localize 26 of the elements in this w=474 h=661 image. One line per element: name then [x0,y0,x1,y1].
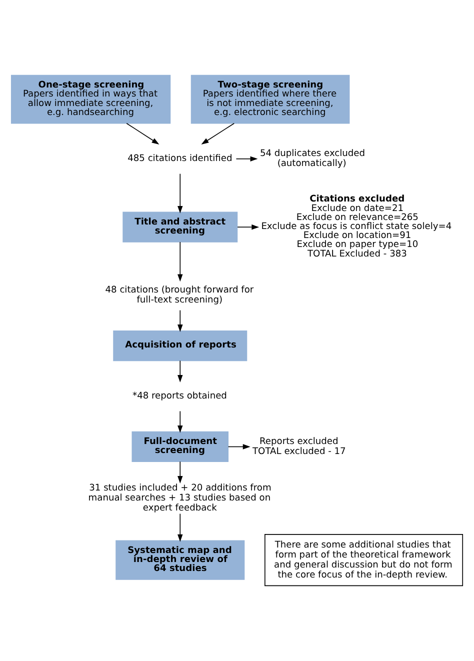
arrow [178,310,183,332]
node-text: 48 citations (brought forward for full-text screening) [105,286,254,306]
arrow [236,156,258,162]
node-text: Reports excluded TOTAL excluded - 17 [252,437,346,457]
node-box: One-stage screening Papers identified in ways that allow immediate screening, e.g. handsearching [10,74,171,124]
node-box: Systematic map and in-depth review of 64 studies [116,540,245,580]
node-box: Two-stage screening Papers identified where there is not immediate screening, e.g. electronic searching [190,74,350,124]
arrow [178,242,183,282]
node-box: Full-document screening [132,431,229,462]
arrow [178,513,183,542]
node-text: Citations excluded Exclude on date=21 Exclude on relevance=265 Exclude as focus is conflict state solely=4 Exclude on location=91 Exclude on paper type=10 TOTAL Excluded - 383 [261,194,452,260]
arrow [237,224,260,230]
node-box: Title and abstract screening [122,212,238,242]
node-box: There are some additional studies that form part of the theoretical framework and general discussion but do not form the core focus of the in-depth review. [264,534,464,586]
arrow [178,410,183,433]
node-text: 31 studies included + 20 additions from manual searches + 13 studies based on expert feedback [88,483,272,514]
node-text: 54 duplicates excluded (automatically) [260,149,366,170]
arrow [201,122,235,144]
arrow [178,461,183,484]
node-text: 485 citations identified [128,154,232,164]
node-box: Acquisition of reports [113,330,248,362]
arrow [126,122,160,144]
arrow [228,444,250,450]
arrow [178,173,183,214]
node-text: *48 reports obtained [132,392,227,402]
arrow [178,360,183,382]
